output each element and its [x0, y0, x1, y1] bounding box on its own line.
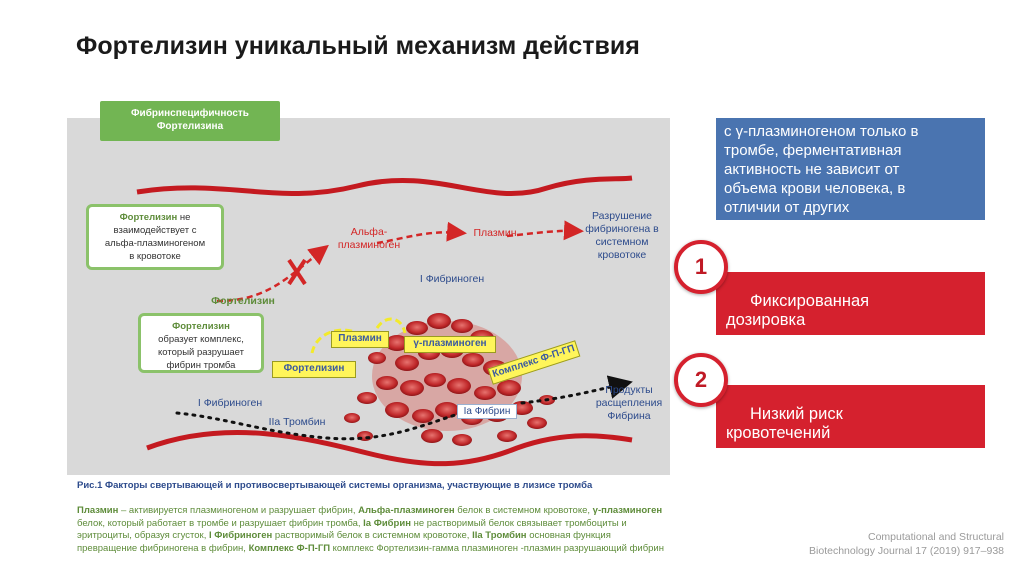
vessel-wall-top	[137, 178, 632, 194]
fibrin-ia-label: Ia Фибрин	[457, 404, 517, 419]
pill-fortelyzin: Фортелизин	[272, 361, 356, 378]
plasmin-label-red: Плазмин	[465, 227, 525, 240]
pill-plasmin: Плазмин	[331, 331, 389, 348]
point1-line2: дозировка	[726, 311, 805, 329]
complex-formation-box: Фортелизин образует комплекс, который ра…	[138, 313, 264, 373]
vessel-wall-bottom	[147, 432, 632, 463]
systemic-path-1	[217, 248, 325, 301]
destruction-label: Разрушение фибриногена в системном крово…	[572, 210, 670, 262]
slide-title: Фортелизин уникальный механизм действия	[76, 32, 640, 61]
pill-gamma-plasminogen: γ-плазминоген	[404, 336, 496, 353]
figure-caption: Рис.1 Факторы свертывающей и противосвер…	[77, 480, 667, 491]
point2-line2: кровотечений	[726, 424, 830, 442]
fortelyzin-label: Фортелизин	[207, 295, 279, 308]
figure-drawing	[67, 118, 670, 475]
block-cross-icon	[289, 260, 305, 284]
point2-number-badge: 2	[674, 353, 728, 407]
fibrinogen-label-lower: I Фибриноген	[185, 397, 275, 410]
alpha-plasminogen-label: Альфа- плазминоген	[329, 226, 409, 252]
fibrinogen-label-upper: I Фибриноген	[407, 273, 497, 286]
thrombin-label: IIa Тромбин	[257, 416, 337, 429]
gamma-plasminogen-info: с γ-плазминогеном только в тромбе, ферме…	[716, 118, 985, 220]
figure-legend: Плазмин – активируется плазминогеном и р…	[77, 505, 667, 555]
journal-citation: Computational and Structural Biotechnolo…	[744, 530, 1004, 558]
point1-line1: Фиксированная	[726, 292, 975, 311]
low-bleeding-risk-bar: Низкий риск кровотечений	[716, 385, 985, 448]
point1-number-badge: 1	[674, 240, 728, 294]
mechanism-figure: Альфа- плазминоген Плазмин Разрушение фи…	[67, 118, 670, 475]
fibrin-specificity-tag: Фибринспецифичность Фортелизина	[100, 101, 280, 141]
point2-line1: Низкий риск	[726, 405, 975, 424]
fixed-dosage-bar: Фиксированная дозировка	[716, 272, 985, 335]
no-interaction-box: Фортелизин не взаимодействует с альфа-пл…	[86, 204, 224, 270]
products-label: Продукты расщепления Фибрина	[589, 384, 669, 423]
